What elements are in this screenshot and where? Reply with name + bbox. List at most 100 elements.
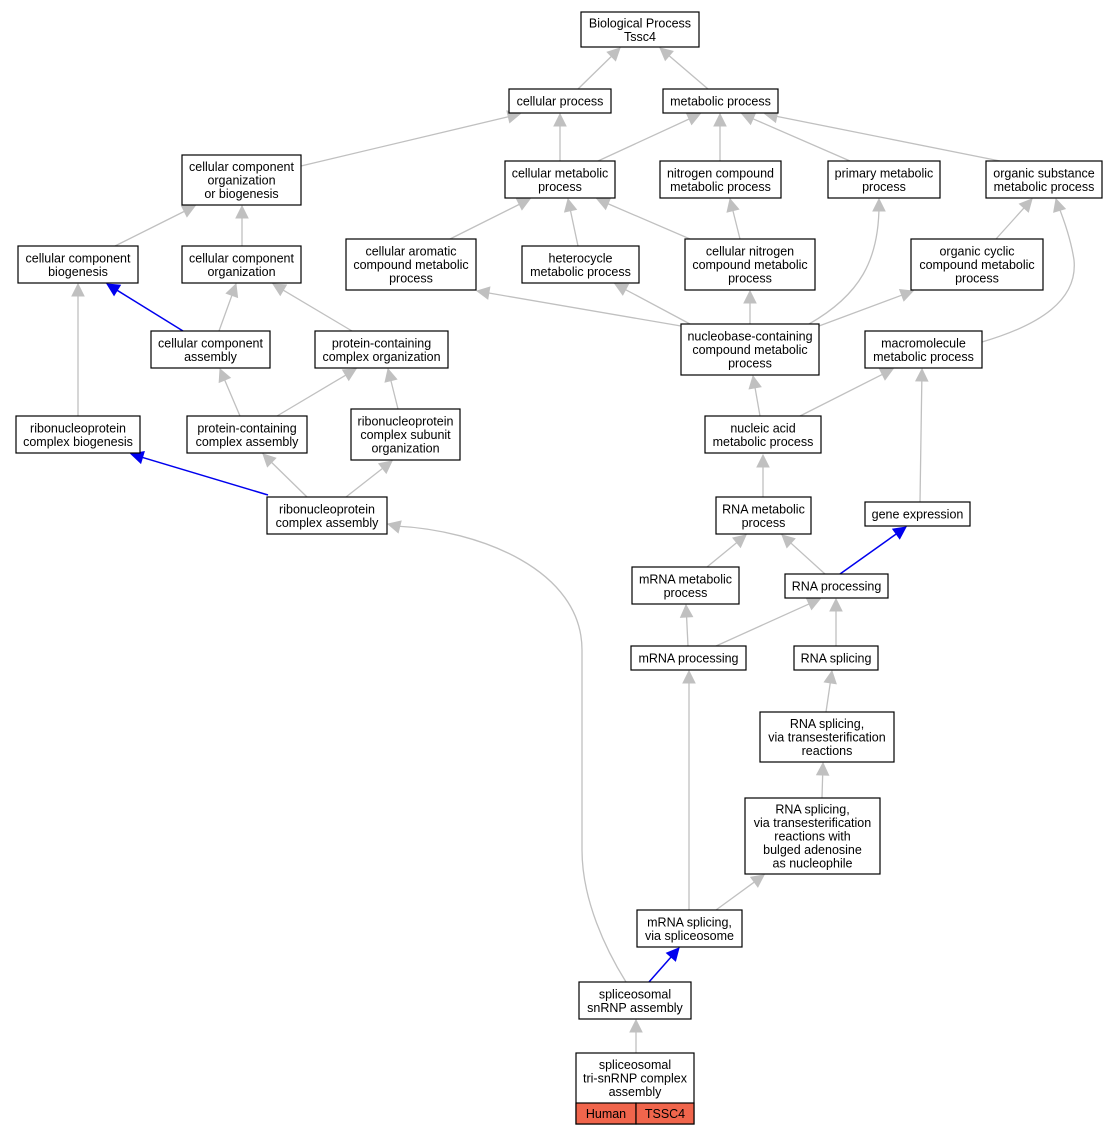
go-term-node-mrp[interactable]: mRNA processing — [630, 645, 747, 671]
edge-cmp-to-cp — [553, 112, 567, 161]
edge-arrowhead — [553, 112, 567, 127]
node-label-line: RNA splicing, — [775, 803, 849, 817]
node-label-line: RNA splicing — [801, 652, 872, 666]
edge-arrowhead — [262, 453, 277, 468]
node-label-line: via transesterification — [754, 816, 871, 830]
node-box — [636, 909, 743, 948]
node-label-line: primary metabolic — [835, 166, 934, 180]
node-box — [864, 330, 983, 369]
node-label-line: organization — [207, 174, 275, 188]
node-label-line: metabolic process — [530, 265, 631, 279]
edge-arrowhead — [384, 367, 398, 383]
node-label-line: metabolic process — [994, 180, 1095, 194]
edge-arrowhead — [878, 368, 894, 381]
node-label-line: nucleobase-containing — [687, 330, 812, 344]
edge-arrowhead — [377, 460, 393, 475]
node-label-line: nitrogen compound — [667, 166, 774, 180]
node-label-line: process — [538, 180, 582, 194]
node-label-line: compound metabolic — [919, 258, 1034, 272]
node-box — [680, 323, 820, 376]
node-label-line: or biogenesis — [204, 187, 278, 201]
edge-stsca-to-ssa — [629, 1018, 643, 1053]
go-term-node-cp[interactable]: cellular process — [508, 88, 612, 114]
node-box — [630, 645, 747, 671]
node-label-line: organization — [207, 265, 275, 279]
edge-arrowhead — [1053, 197, 1067, 213]
edge-rnca-to-rncb — [129, 451, 269, 496]
node-box — [181, 245, 302, 284]
node-label-line: metabolic process — [670, 180, 771, 194]
go-term-node-msvs[interactable]: mRNA splicing,via spliceosome — [636, 909, 743, 948]
edge-arrowhead — [823, 669, 837, 685]
go-term-node-rs[interactable]: RNA splicing — [793, 645, 879, 671]
node-label-line: cellular component — [26, 251, 131, 265]
edge-mp-to-bp — [659, 47, 709, 90]
edge-cca-to-ccb — [106, 283, 184, 332]
go-term-node-mp[interactable]: metabolic process — [662, 88, 779, 114]
edge-cncmp-to-cmp — [595, 197, 691, 240]
edge-ssa-to-rnca — [386, 520, 627, 983]
edge-arrowhead — [595, 197, 612, 211]
node-label-line: protein-containing — [332, 336, 431, 350]
node-label-line: assembly — [609, 1085, 663, 1099]
edge-arrowhead — [781, 534, 796, 549]
edge-arrowhead — [71, 282, 85, 297]
node-label-line: metabolic process — [873, 350, 974, 364]
edge-arrowhead — [740, 112, 757, 126]
go-term-node-ge[interactable]: gene expression — [864, 501, 971, 527]
badge-human[interactable]: Human — [575, 1102, 637, 1125]
edge-arrowhead — [225, 282, 239, 299]
edge-rp-to-ge — [839, 526, 907, 575]
edge-arrowhead — [629, 1018, 643, 1033]
node-label-line: mRNA metabolic — [639, 572, 732, 586]
go-term-node-rp[interactable]: RNA processing — [784, 573, 889, 599]
edge-mrp-to-mrmp — [679, 603, 694, 647]
node-label-line: organic cyclic — [939, 245, 1014, 259]
node-box — [186, 415, 308, 454]
node-label-line: process — [742, 516, 786, 530]
edge-arrowhead — [749, 874, 765, 888]
node-box — [578, 981, 692, 1020]
node-box — [504, 160, 616, 199]
node-box — [314, 330, 449, 369]
go-term-node-rsvt[interactable]: RNA splicing,via transesterificationreac… — [759, 711, 895, 763]
edge-rncso-to-pcco — [384, 367, 399, 410]
edge-ncmp-to-mp — [713, 112, 727, 161]
edge-hmp-to-cmp — [563, 197, 579, 247]
go-term-node-rsvtb[interactable]: RNA splicing,via transesterificationreac… — [744, 797, 881, 875]
badge-tssc4[interactable]: TSSC4 — [635, 1102, 695, 1125]
edge-arrowhead — [915, 367, 929, 382]
node-box — [793, 645, 879, 671]
edge-namp-to-nbccmp — [748, 374, 762, 417]
node-label-line: complex assembly — [196, 435, 300, 449]
node-label-line: bulged adenosine — [763, 843, 862, 857]
node-label-line: compound metabolic — [692, 343, 807, 357]
node-label-line: nucleic acid — [730, 421, 795, 435]
node-label-line: mRNA splicing, — [647, 915, 732, 929]
